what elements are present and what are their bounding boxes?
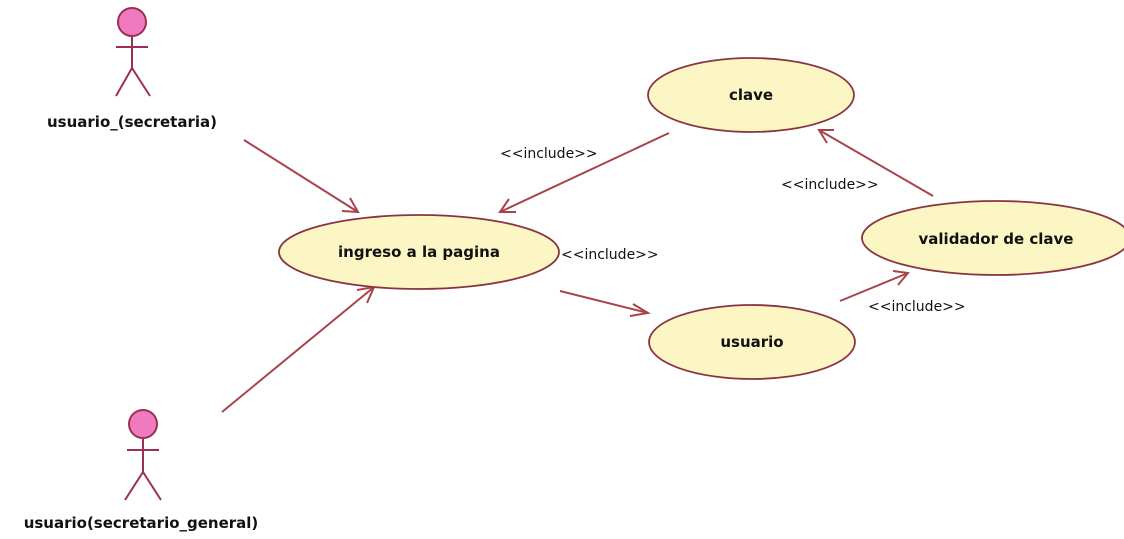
- usecase-usuario-label: usuario: [720, 333, 783, 351]
- usecase-validador-ellipse: [861, 200, 1124, 276]
- actor-secretario-general-leg-left: [124, 471, 144, 501]
- association-secretario-general-ingreso: [221, 285, 376, 413]
- usecase-ingreso[interactable]: ingreso a la pagina: [278, 214, 560, 290]
- include-ingreso-usuario-arrowhead: [629, 303, 651, 317]
- include-clave-ingreso: <<include>>: [498, 132, 670, 213]
- include-ingreso-usuario: <<include>>: [559, 247, 659, 317]
- include-ingreso-usuario-stereotype: <<include>>: [561, 247, 659, 263]
- include-usuario-validador-arrowhead: [892, 270, 910, 286]
- usecase-validador[interactable]: validador de clave: [861, 200, 1124, 276]
- usecase-clave-ellipse: [647, 57, 855, 133]
- usecase-ingreso-label: ingreso a la pagina: [338, 243, 500, 261]
- association-secretaria-ingreso-line: [243, 139, 359, 213]
- include-usuario-validador-line: [839, 272, 909, 302]
- usecase-usuario-ellipse: [648, 304, 856, 380]
- usecase-clave[interactable]: clave: [647, 57, 855, 133]
- usecase-validador-label: validador de clave: [919, 230, 1074, 248]
- include-ingreso-usuario-line: [559, 290, 649, 314]
- association-secretaria-ingreso-arrowhead: [341, 197, 360, 214]
- actor-secretaria-leg-left: [115, 67, 133, 97]
- actor-secretario-general-head: [128, 409, 158, 439]
- association-secretario-general-ingreso-line: [221, 286, 375, 413]
- actor-secretario-general[interactable]: usuario(secretario_general): [24, 409, 259, 532]
- include-validador-clave-line: [818, 129, 934, 197]
- include-validador-clave: <<include>>: [781, 129, 934, 197]
- include-clave-ingreso-arrowhead: [498, 198, 516, 213]
- include-clave-ingreso-line: [499, 132, 670, 213]
- include-validador-clave-stereotype: <<include>>: [781, 177, 879, 193]
- actor-secretaria-head: [117, 7, 147, 37]
- actor-secretaria[interactable]: usuario_(secretaria): [47, 7, 217, 131]
- actor-secretaria-label: usuario_(secretaria): [47, 113, 217, 131]
- include-validador-clave-arrowhead: [817, 129, 834, 144]
- usecase-clave-label: clave: [729, 86, 773, 104]
- usecase-ingreso-ellipse: [278, 214, 560, 290]
- usecase-usuario[interactable]: usuario: [648, 304, 856, 380]
- actor-secretario-general-leg-right: [142, 471, 162, 501]
- actor-secretario-general-label: usuario(secretario_general): [24, 514, 259, 532]
- include-usuario-validador: <<include>>: [839, 270, 966, 315]
- include-clave-ingreso-stereotype: <<include>>: [500, 146, 598, 162]
- include-usuario-validador-stereotype: <<include>>: [868, 299, 966, 315]
- actor-secretaria-leg-right: [131, 67, 151, 97]
- association-secretaria-ingreso: [243, 139, 360, 214]
